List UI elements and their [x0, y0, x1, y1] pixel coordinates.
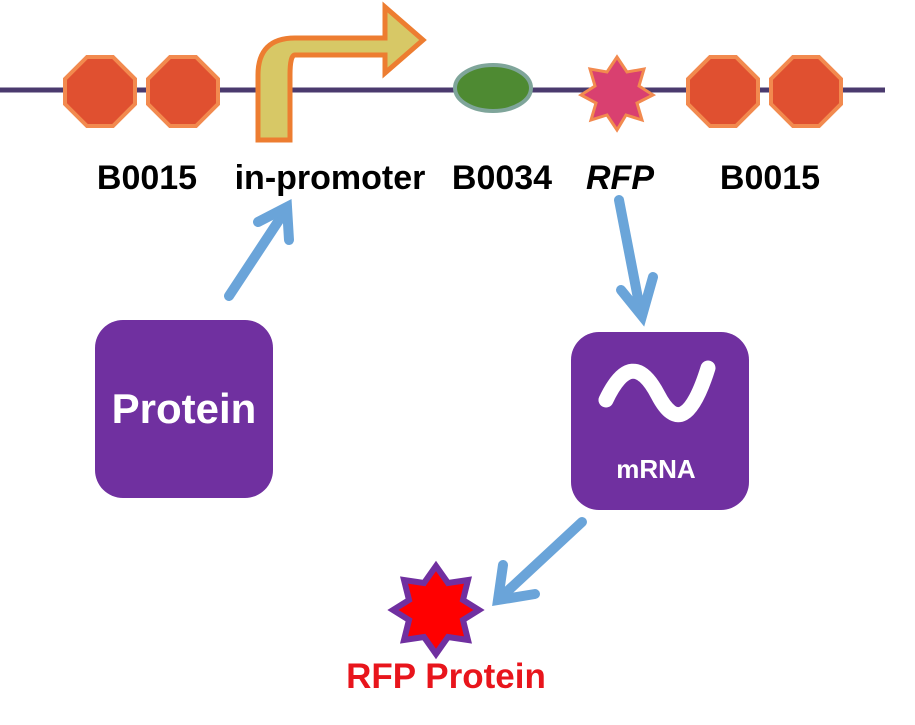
terminator-octagon: [146, 55, 220, 128]
part-label-cds: RFP: [586, 159, 654, 197]
protein-box-label: Protein: [112, 385, 257, 432]
part-label-rbs: B0034: [452, 159, 552, 197]
part-label-promoter: in-promoter: [235, 159, 426, 197]
protein-box: [95, 320, 273, 498]
activation-arrow: [224, 199, 294, 301]
product-label: RFP Protein: [346, 657, 546, 696]
part-label-terminator-right: B0015: [720, 159, 820, 197]
terminator-octagon: [686, 55, 760, 128]
promoter-arrow-icon: [255, 1, 427, 143]
transcription-arrow: [614, 195, 658, 327]
terminator-octagon: [63, 55, 137, 128]
translation-arrow: [492, 517, 587, 607]
mrna-wave-icon: [598, 360, 716, 423]
terminator-glyph-left: [63, 55, 220, 128]
terminator-octagon: [769, 55, 843, 128]
mrna-box-label: mRNA: [616, 454, 696, 484]
part-label-terminator-left: B0015: [97, 159, 197, 197]
terminator-glyph-right: [686, 55, 843, 128]
cds-star-icon: [578, 54, 657, 133]
rfp-protein-star-icon: [387, 560, 485, 660]
rbs-ellipse-icon: [453, 63, 533, 113]
